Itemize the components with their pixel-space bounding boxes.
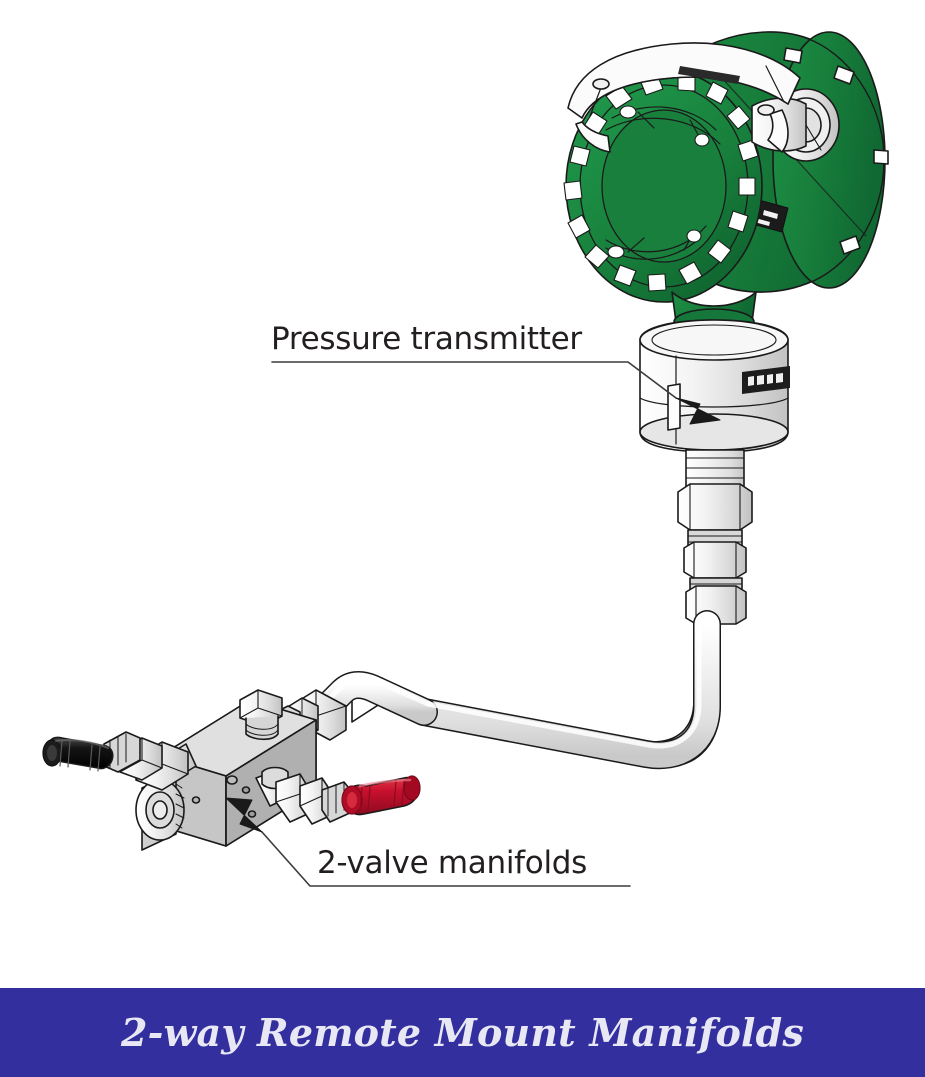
leader-line-valve-manifolds [261, 831, 631, 887]
leader-line-pressure-transmitter [271, 361, 677, 399]
callout-label-pressure-transmitter: Pressure transmitter [271, 321, 582, 357]
caption-title: 2-way Remote Mount Manifolds [120, 1010, 804, 1055]
callout-label-valve-manifolds: 2-valve manifolds [317, 845, 587, 881]
hex-vent-plug [239, 689, 283, 741]
red-valve-handle [341, 775, 421, 816]
threaded-process-port [135, 771, 185, 851]
left-valve-assembly [42, 731, 197, 791]
hex-union-fittings [677, 449, 753, 625]
callout-leaders [225, 361, 721, 887]
technical-illustration [42, 31, 889, 887]
impulse-tubing [308, 610, 721, 770]
leader-arrow-valve-manifolds [225, 797, 263, 833]
black-valve-handle [42, 736, 114, 772]
sensor-nameplate [742, 366, 790, 394]
caption-bar: 2-way Remote Mount Manifolds [0, 988, 925, 1077]
sensor-module [639, 319, 790, 453]
leader-arrow-pressure-transmitter [675, 397, 721, 425]
carry-bracket [567, 42, 801, 153]
illustration-area: Pressure transmitter 2-valve manifolds [42, 31, 889, 887]
electronics-housing [563, 31, 889, 336]
right-valve-assembly [226, 766, 421, 825]
